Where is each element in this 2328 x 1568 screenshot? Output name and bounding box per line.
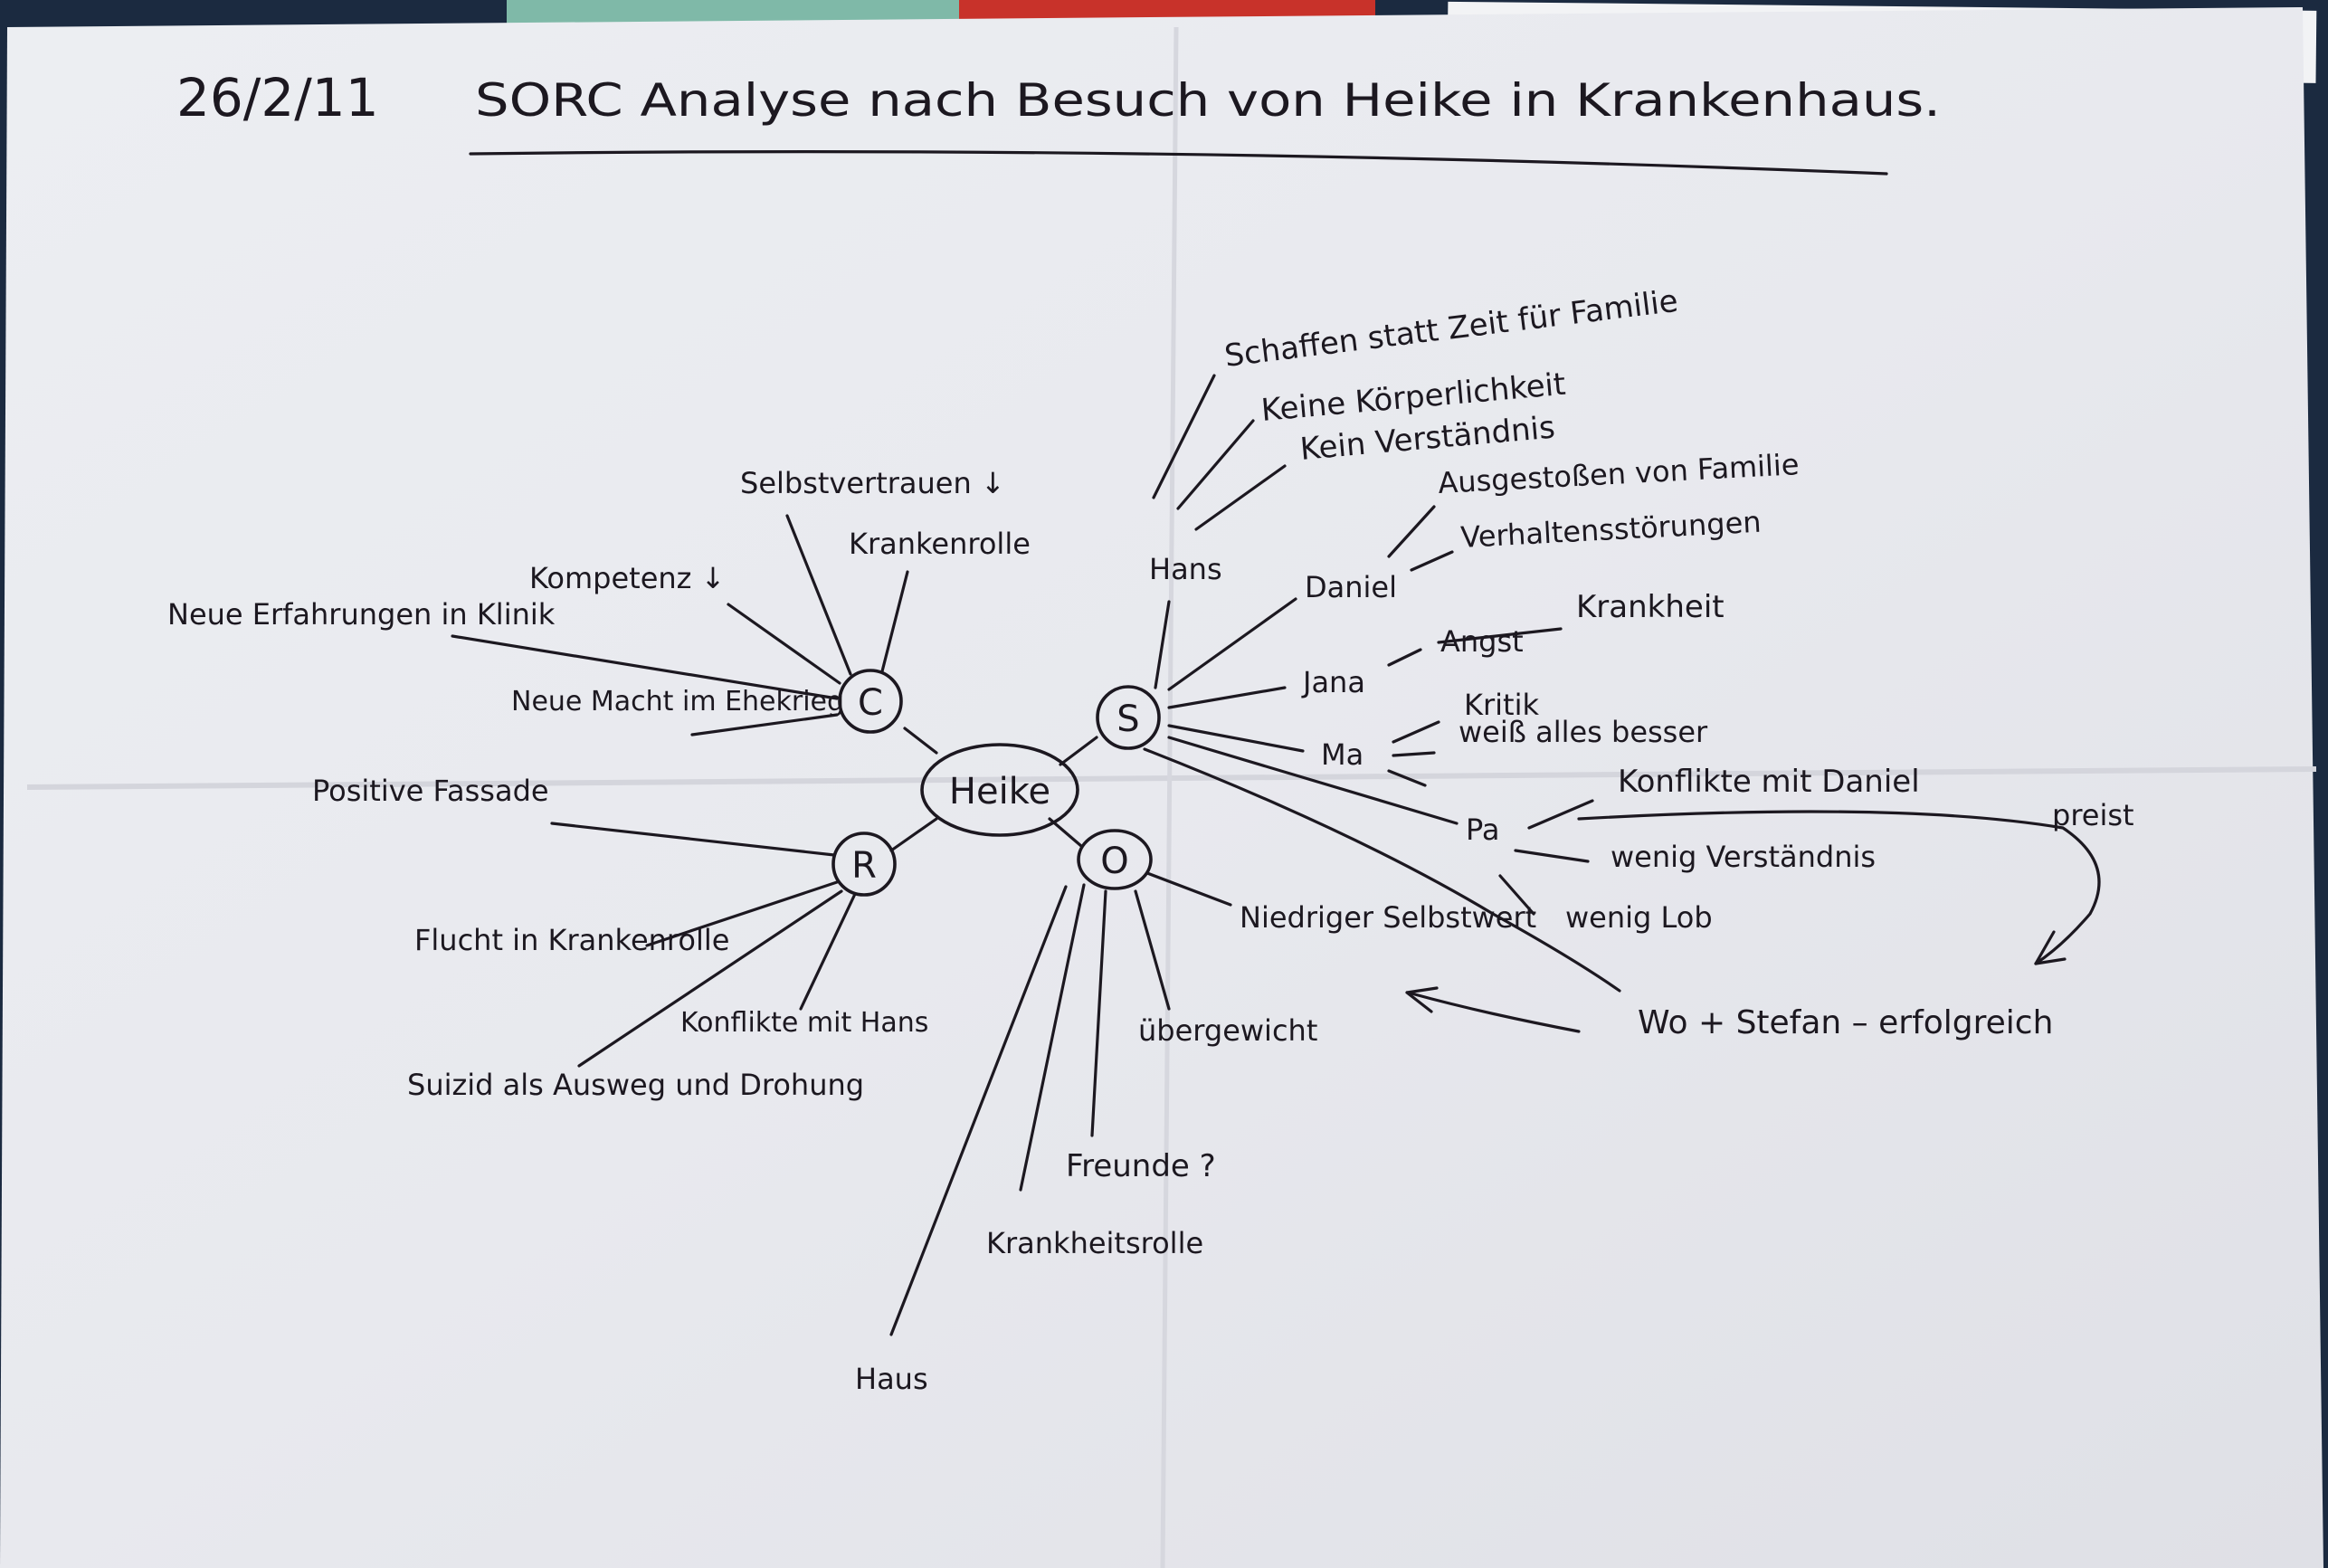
o-branch-freunde: Freunde ? <box>1066 1148 1216 1184</box>
node-s-outline <box>1096 685 1161 750</box>
line-daniel-verhalten <box>1410 550 1454 572</box>
c-branch-selbstvertrauen: Selbstvertrauen ↓ <box>740 466 1005 500</box>
pa-item-lob: wenig Lob <box>1565 900 1713 935</box>
line-r-konflikte <box>799 892 857 1011</box>
s-branch-wo-stefan: Wo + Stefan – erfolgreich <box>1638 1004 2053 1041</box>
arrow-preist <box>1577 810 2101 965</box>
line-daniel-ausgestossen <box>1387 505 1436 558</box>
pa-item-verstaendnis: wenig Verständnis <box>1611 840 1876 874</box>
r-branch-suizid: Suizid als Ausweg und Drohung <box>407 1068 864 1102</box>
line-pa-lob <box>1498 874 1535 916</box>
jana-item-krankheit: Krankheit <box>1576 589 1725 625</box>
connector-center-o <box>1048 817 1083 848</box>
s-branch-pa: Pa <box>1466 813 1499 847</box>
node-c-outline <box>838 669 903 734</box>
c-branch-erfahrungen: Neue Erfahrungen in Klinik <box>167 597 556 632</box>
r-branch-konflikte: Konflikte mit Hans <box>680 1007 928 1039</box>
r-branch-fassade: Positive Fassade <box>312 774 549 808</box>
line-s-ma <box>1167 724 1305 753</box>
line-s-jana <box>1167 686 1287 709</box>
s-branch-jana: Jana <box>1301 665 1365 699</box>
center-node-label: Heike <box>949 771 1050 813</box>
arrow-wo-selbstwert-head <box>1405 986 1439 1013</box>
line-r-flucht <box>645 880 839 947</box>
c-branch-kompetenz: Kompetenz ↓ <box>529 561 725 595</box>
pa-preist-label: preist <box>2052 798 2134 832</box>
header-date: 26/2/11 <box>176 67 379 128</box>
line-s-hans <box>1154 600 1171 689</box>
node-o-letter: O <box>1100 841 1128 882</box>
line-ma-kritik <box>1392 720 1440 744</box>
arrow-wo-selbstwert <box>1410 992 1581 1033</box>
node-o-outline <box>1077 829 1153 890</box>
line-c-erfahrungen <box>451 634 839 700</box>
jana-strikethrough <box>1437 627 1563 644</box>
line-hans-verstaendnis <box>1194 464 1287 531</box>
c-branch-krankenrolle: Krankenrolle <box>849 527 1031 561</box>
c-branch-macht: Neue Macht im Ehekrieg <box>511 686 844 717</box>
line-pa-daniel <box>1527 799 1594 830</box>
pa-item-daniel: Konflikte mit Daniel <box>1618 764 1920 800</box>
node-r-letter: R <box>851 845 877 887</box>
line-pa-verstaendnis <box>1514 849 1590 863</box>
line-o-haus <box>889 885 1068 1336</box>
header-title: SORC Analyse nach Besuch von Heike in Kr… <box>475 74 1941 127</box>
paper-sheet <box>0 7 2323 1568</box>
line-c-krankenrolle <box>880 570 909 673</box>
s-branch-hans: Hans <box>1149 552 1222 586</box>
o-branch-uebergewicht: übergewicht <box>1138 1013 1317 1048</box>
o-branch-krankheitsrolle: Krankheitsrolle <box>986 1226 1203 1260</box>
node-s-letter: S <box>1116 698 1139 740</box>
line-s-pa <box>1167 736 1459 825</box>
s-branch-ma: Ma <box>1321 737 1364 772</box>
c-branch-erfahrungen-text: Neue Erfahrungen in Klinik <box>167 597 556 632</box>
line-c-selbstvertrauen <box>785 514 852 676</box>
line-jana-krankheit <box>1387 648 1422 667</box>
node-r-outline <box>831 832 897 897</box>
line-hans-koerperlichkeit <box>1176 419 1255 510</box>
line-o-uebergewicht <box>1134 889 1171 1011</box>
line-hans-schaffen <box>1152 374 1216 499</box>
ma-item-besser: weiß alles besser <box>1459 715 1708 749</box>
line-o-selbstwert <box>1145 871 1232 907</box>
ma-item-kritik: Kritik <box>1464 688 1539 722</box>
line-o-freunde <box>1090 889 1107 1137</box>
header-underline <box>469 150 1888 176</box>
connector-center-s <box>1059 736 1098 766</box>
line-c-kompetenz <box>727 603 841 685</box>
line-r-fassade <box>550 822 836 857</box>
s-branch-daniel: Daniel <box>1305 570 1397 604</box>
r-branch-flucht: Flucht in Krankenrolle <box>414 923 729 957</box>
line-ma-extra <box>1387 769 1427 787</box>
paper-fold-vertical <box>1160 26 1179 1568</box>
arrow-preist-head <box>2034 930 2067 965</box>
line-r-suizid <box>577 889 843 1068</box>
o-branch-haus: Haus <box>855 1362 928 1396</box>
o-branch-selbstwert: Niedriger Selbstwert <box>1240 900 1536 935</box>
line-ma-besser <box>1392 751 1436 757</box>
connector-center-r <box>889 817 938 852</box>
r-branch-flucht-text: Flucht in Krankenrolle <box>414 923 729 957</box>
center-node-outline <box>920 743 1079 837</box>
node-c-letter: C <box>858 682 883 724</box>
line-o-krankheitsrolle <box>1019 883 1086 1192</box>
line-s-wo-stefan <box>1143 747 1621 993</box>
line-c-macht <box>690 713 839 736</box>
connector-center-c <box>903 727 938 755</box>
line-s-daniel <box>1167 597 1297 691</box>
